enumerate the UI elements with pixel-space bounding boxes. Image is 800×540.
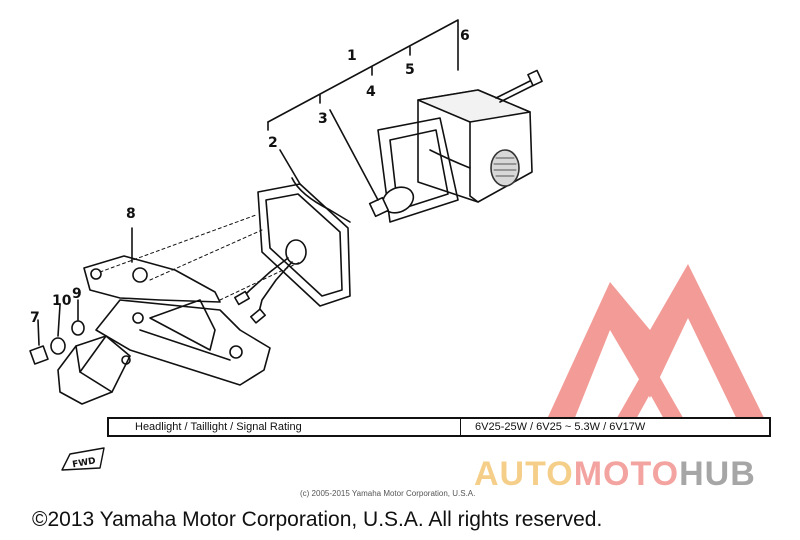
brand-part-moto: MOTO	[573, 455, 680, 493]
callouts: 1 2 3 4 5 6 7 8 9 10 FWD	[30, 28, 470, 470]
callout-6: 6	[460, 28, 470, 44]
washer	[50, 304, 66, 355]
bulb	[329, 109, 415, 218]
callout-9: 9	[72, 286, 82, 302]
screw	[495, 69, 543, 103]
fwd-label: FWD	[72, 456, 97, 470]
rating-table: Headlight / Taillight / Signal Rating 6V…	[107, 417, 771, 437]
assembly-lines	[99, 214, 301, 301]
watermark-logo-icon	[542, 264, 770, 430]
callout-1: 1	[347, 48, 357, 64]
small-copyright: (c) 2005-2015 Yamaha Motor Corporation, …	[300, 489, 476, 498]
brand-part-auto: AUTO	[474, 455, 574, 493]
rear-reflector	[57, 335, 131, 405]
watermark-brand: AUTOMOTOHUB	[474, 455, 756, 494]
group-bracket	[267, 19, 459, 131]
copyright-notice: ©2013 Yamaha Motor Corporation, U.S.A. A…	[32, 508, 603, 531]
lens-housing	[417, 89, 533, 203]
rating-label: Headlight / Taillight / Signal Rating	[109, 419, 461, 435]
callout-4: 4	[366, 84, 376, 100]
callout-5: 5	[405, 62, 415, 78]
rating-value: 6V25-25W / 6V25 ~ 5.3W / 6V17W	[475, 421, 646, 433]
socket-wires	[234, 239, 307, 324]
callout-3: 3	[318, 111, 328, 127]
callout-7: 7	[30, 310, 40, 326]
nut	[29, 319, 49, 365]
gasket	[377, 117, 459, 223]
callout-8: 8	[126, 206, 136, 222]
spacer	[71, 299, 85, 336]
brand-part-hub: HUB	[679, 455, 756, 493]
base-plate	[257, 149, 351, 307]
callout-2: 2	[268, 135, 278, 151]
fwd-arrow-icon	[61, 447, 105, 471]
callout-10: 10	[52, 293, 72, 309]
